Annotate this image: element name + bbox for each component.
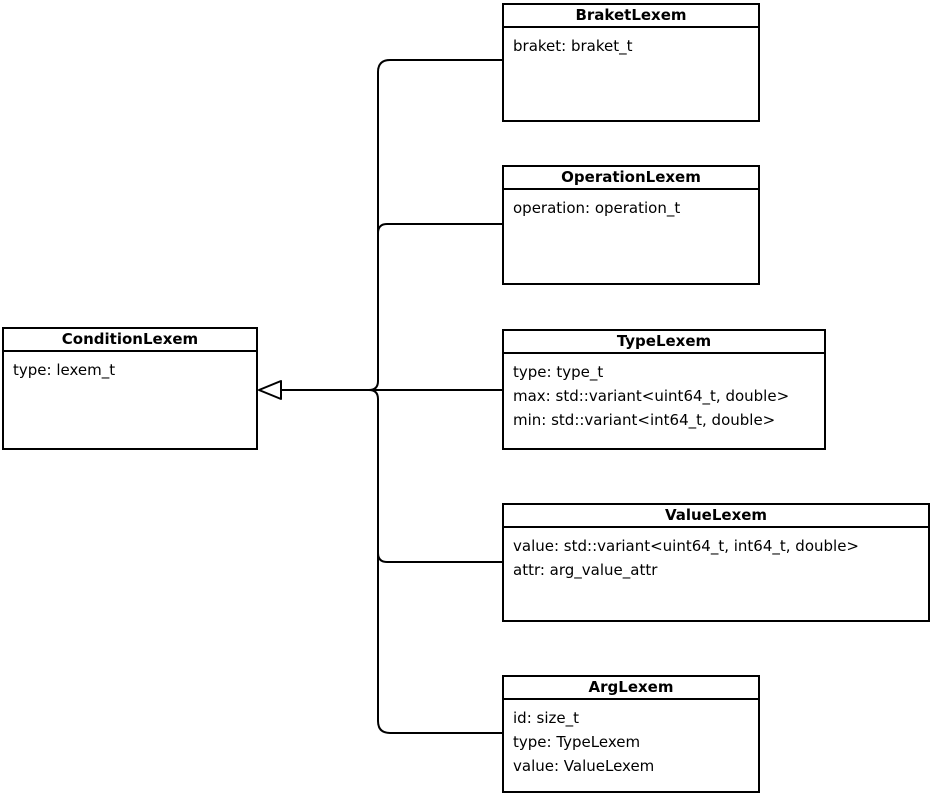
class-attribute: id: size_t [513, 709, 579, 727]
class-title: BraketLexem [504, 5, 758, 28]
class-attribute: max: std::variant<uint64_t, double> [513, 387, 790, 405]
connector-branch-value [377, 552, 502, 563]
class-attribute: attr: arg_value_attr [513, 561, 658, 579]
class-title: OperationLexem [504, 167, 758, 190]
class-attribute: type: type_t [513, 363, 604, 381]
class-attributes: type: lexem_t [4, 352, 256, 382]
class-attribute: braket: braket_t [513, 37, 633, 55]
class-attributes: id: size_t type: TypeLexem value: ValueL… [504, 700, 758, 778]
class-attribute: type: TypeLexem [513, 733, 641, 751]
class-attributes: operation: operation_t [504, 190, 758, 220]
class-box-conditionlexem[interactable]: ConditionLexem type: lexem_t [2, 327, 258, 450]
class-title: ArgLexem [504, 677, 758, 700]
connector-trunk-lower [368, 389, 502, 734]
class-attribute: operation: operation_t [513, 199, 681, 217]
connector-branch-operation [377, 223, 502, 234]
class-box-braketlexem[interactable]: BraketLexem braket: braket_t [502, 3, 760, 122]
class-box-operationlexem[interactable]: OperationLexem operation: operation_t [502, 165, 760, 285]
class-attribute: min: std::variant<int64_t, double> [513, 411, 776, 429]
class-attributes: braket: braket_t [504, 28, 758, 58]
class-box-typelexem[interactable]: TypeLexem type: type_t max: std::variant… [502, 329, 826, 450]
class-attributes: type: type_t max: std::variant<uint64_t,… [504, 354, 824, 432]
class-attributes: value: std::variant<uint64_t, int64_t, d… [504, 528, 928, 582]
class-attribute: value: ValueLexem [513, 757, 655, 775]
class-box-valuelexem[interactable]: ValueLexem value: std::variant<uint64_t,… [502, 503, 930, 622]
class-title: ConditionLexem [4, 329, 256, 352]
class-title: ValueLexem [504, 505, 928, 528]
class-attribute: value: std::variant<uint64_t, int64_t, d… [513, 537, 859, 555]
inheritance-triangle-icon [258, 380, 282, 400]
connector-trunk-upper [368, 59, 502, 391]
class-box-arglexem[interactable]: ArgLexem id: size_t type: TypeLexem valu… [502, 675, 760, 793]
class-attribute: type: lexem_t [13, 361, 116, 379]
class-title: TypeLexem [504, 331, 824, 354]
